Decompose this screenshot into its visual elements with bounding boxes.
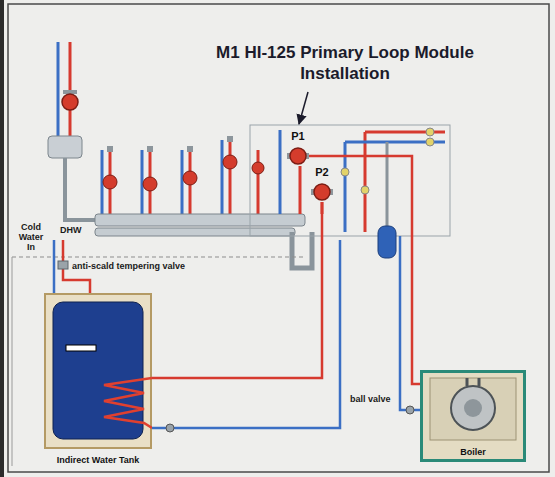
title: M1 HI-125 Primary Loop Module Installati…: [195, 42, 495, 84]
tank-vessel: [53, 302, 143, 439]
supply-header: [95, 214, 305, 226]
zone-risers: [102, 136, 264, 214]
boiler-cabinet: [422, 372, 525, 461]
red-pipe: [229, 140, 232, 214]
grey-line: [12, 257, 13, 466]
red-pipe: [257, 150, 260, 214]
edge-strip: [0, 0, 4, 477]
blue-pipe: [181, 150, 184, 214]
boiler-unit: Boiler: [420, 370, 526, 462]
pump-symbol: [314, 184, 330, 200]
heating-coil: [104, 378, 152, 428]
valve-label: anti-scald tempering valve: [72, 261, 185, 271]
burner: [464, 399, 482, 417]
flue-pipe: [467, 378, 479, 386]
label-block: anti-scald tempering valve: [72, 261, 185, 271]
pump-symbol: [223, 155, 237, 169]
pump-label: P2: [315, 166, 328, 179]
dashed-line: [12, 257, 305, 258]
valve-symbol: [187, 146, 193, 152]
module-panel: [250, 125, 450, 236]
headers: [95, 214, 312, 268]
grey-pipe: [386, 142, 389, 226]
u-bend: [292, 232, 312, 268]
boiler-panel: [430, 378, 516, 440]
label-block: Cold Water In: [14, 222, 48, 252]
expansion-tank: [378, 226, 396, 258]
heat-exchanger: [451, 386, 495, 430]
valve-symbol: [227, 136, 233, 142]
valve-label: ball valve: [350, 394, 391, 404]
red-pipe: [364, 132, 367, 232]
pump-symbol: [183, 171, 197, 185]
return-pipes: [152, 236, 420, 432]
primary-module: [250, 125, 450, 258]
node-label: Boiler: [460, 447, 486, 458]
pipe-connector: [309, 156, 420, 384]
grey-pipe: [65, 158, 95, 220]
pump-label: P1: [291, 130, 304, 143]
pump-node: P2: [311, 166, 333, 202]
top-left-pipes: [48, 42, 95, 220]
valve-symbol: [341, 168, 349, 176]
valve-symbol: [107, 146, 113, 152]
pipe-label: DHW: [60, 225, 82, 235]
return-header: [95, 228, 295, 236]
pump-symbol: [252, 162, 264, 174]
pointer-arrow: [299, 92, 308, 124]
tempering-valve: [58, 261, 68, 269]
hot-pipe: [62, 240, 65, 261]
pump-symbol: [143, 177, 157, 191]
dhw-piping: [12, 240, 305, 466]
pipe-connector: [152, 202, 322, 378]
pump-node: P1: [287, 130, 309, 166]
pump-symbol: [62, 94, 78, 110]
tank-jacket: [45, 294, 151, 448]
water-tank: Indirect Water Tank: [44, 293, 152, 470]
ball-valve-symbol: [406, 406, 414, 414]
separator: [48, 136, 82, 158]
label-block: DHW: [60, 225, 82, 235]
valve-symbol: [426, 128, 434, 136]
blue-pipe: [279, 130, 282, 214]
cold-pipe: [53, 240, 56, 293]
thermostat: [66, 345, 96, 351]
pump-symbol: [290, 148, 306, 164]
valve-symbol: [166, 424, 174, 432]
valve-symbol: [361, 186, 369, 194]
label-block: ball valve: [350, 394, 391, 404]
frame: [8, 4, 549, 472]
pipe-label: Cold Water In: [14, 222, 48, 252]
tank-outline: [44, 293, 152, 470]
pump-symbol: [103, 175, 117, 189]
valve-symbol: [147, 146, 153, 152]
blue-pipe: [221, 140, 224, 214]
red-pipe: [299, 166, 302, 214]
blue-pipe: [57, 42, 60, 140]
node-label: Indirect Water Tank: [57, 455, 140, 466]
title-block: M1 HI-125 Primary Loop Module Installati…: [195, 42, 495, 84]
hot-pipe: [63, 269, 90, 293]
valve-symbol: [426, 138, 434, 146]
